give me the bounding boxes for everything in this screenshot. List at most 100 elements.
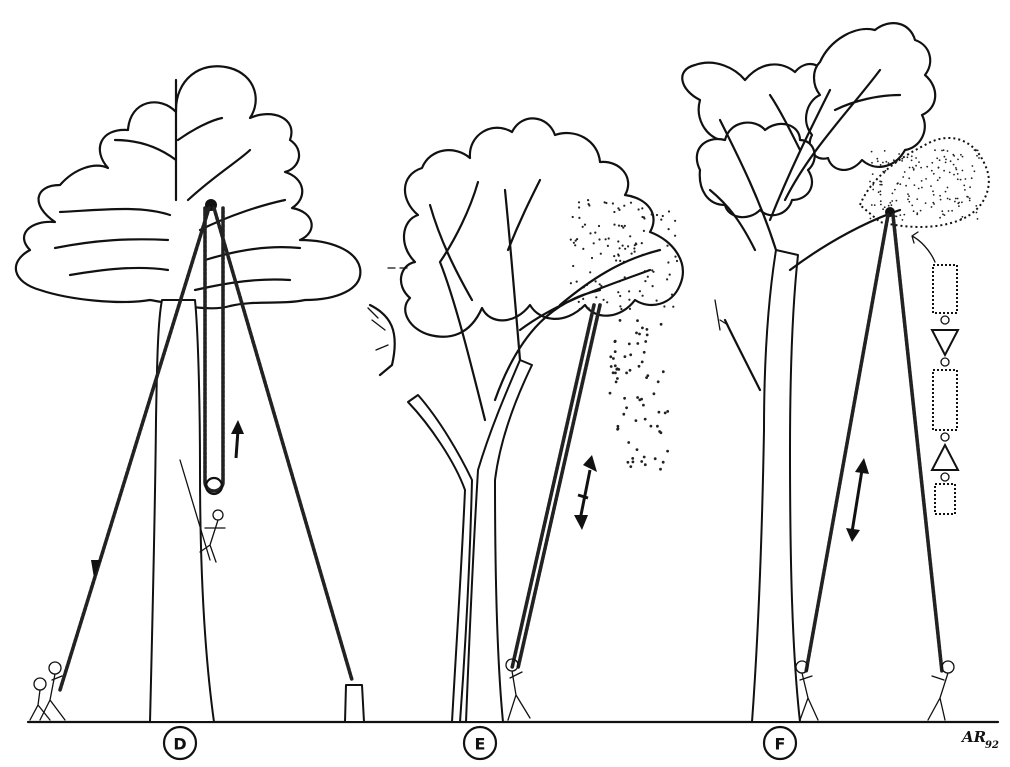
stipple-dot <box>625 372 628 375</box>
stipple-dot <box>913 210 915 212</box>
stipple-dot <box>632 461 635 464</box>
stipple-dot <box>891 204 893 206</box>
stipple-dot <box>971 177 973 179</box>
stipple-dot <box>953 164 955 166</box>
stipple-dot <box>636 319 639 322</box>
stipple-dot <box>634 251 636 253</box>
stipple-dot <box>658 411 661 414</box>
stipple-dot <box>663 305 665 307</box>
panel-f-double-arrow <box>846 458 869 542</box>
stipple-dot <box>940 199 942 201</box>
stipple-dot <box>593 242 595 244</box>
stipple-dot <box>588 307 590 309</box>
stipple-dot <box>618 225 620 227</box>
stipple-dot <box>652 285 654 287</box>
stipple-dot <box>633 247 635 249</box>
stipple-dot <box>617 291 619 293</box>
stipple-dot <box>619 295 621 297</box>
stipple-dot <box>894 189 896 191</box>
panel-f-rope-left <box>806 215 888 672</box>
stipple-dot <box>603 299 605 301</box>
stipple-dot <box>635 332 638 335</box>
stipple-dot <box>943 170 945 172</box>
stipple-dot <box>666 245 668 247</box>
stipple-dot <box>896 183 898 185</box>
stipple-dot <box>575 240 577 242</box>
stipple-dot <box>871 204 873 206</box>
stipple-dot <box>636 396 639 399</box>
stipple-dot <box>598 225 600 227</box>
stipple-dot <box>614 340 617 343</box>
stipple-dot <box>889 202 891 204</box>
stipple-dot <box>933 194 935 196</box>
stipple-dot <box>641 207 643 209</box>
stipple-dot <box>629 308 631 310</box>
stipple-dot <box>617 425 620 428</box>
stipple-dot <box>605 202 607 204</box>
stipple-dot <box>651 269 653 271</box>
stipple-dot <box>931 206 933 208</box>
stipple-dot <box>934 149 936 151</box>
stipple-dot <box>608 237 610 239</box>
stipple-dot <box>607 245 609 247</box>
stipple-dot <box>978 157 980 159</box>
stipple-dot <box>948 210 950 212</box>
stipple-dot <box>932 202 934 204</box>
stipple-dot <box>656 300 658 302</box>
panel-f-crown-right <box>806 23 935 170</box>
stipple-dot <box>921 187 923 189</box>
stipple-dot <box>901 158 903 160</box>
stipple-dot <box>949 172 951 174</box>
stipple-dot <box>610 365 613 368</box>
stipple-dot <box>613 224 615 226</box>
stipple-dot <box>907 156 909 158</box>
stipple-dot <box>976 155 978 157</box>
stipple-dot <box>671 294 673 296</box>
stipple-dot <box>921 180 923 182</box>
stipple-dot <box>599 283 601 285</box>
stipple-dot <box>589 232 591 234</box>
stipple-dot <box>631 457 634 460</box>
stipple-dot <box>606 301 608 303</box>
stipple-dot <box>660 323 663 326</box>
stipple-dot <box>647 276 649 278</box>
stipple-dot <box>933 173 935 175</box>
stipple-dot <box>969 198 971 200</box>
stipple-dot <box>644 463 647 466</box>
stipple-dot <box>956 169 958 171</box>
stipple-dot <box>624 248 626 250</box>
stipple-dot <box>931 170 933 172</box>
stipple-dot <box>939 159 941 161</box>
stipple-dot <box>578 206 580 208</box>
stipple-dot <box>939 195 941 197</box>
stipple-dot <box>902 176 904 178</box>
stipple-dot <box>965 178 967 180</box>
stipple-dot <box>621 225 623 227</box>
panel-e-label: E <box>475 735 486 754</box>
stipple-dot <box>644 280 646 282</box>
stipple-dot <box>957 173 959 175</box>
stipple-dot <box>640 460 643 463</box>
stipple-dot <box>916 198 918 200</box>
stipple-dot <box>974 149 976 151</box>
stipple-dot <box>643 217 645 219</box>
stipple-dot <box>888 162 890 164</box>
stipple-dot <box>615 259 617 261</box>
stipple-dot <box>627 441 630 444</box>
stipple-dot <box>918 161 920 163</box>
stipple-dot <box>651 213 653 215</box>
stipple-dot <box>674 235 676 237</box>
stipple-dot <box>955 198 957 200</box>
stipple-dot <box>584 224 586 226</box>
stipple-dot <box>972 165 974 167</box>
stipple-dot <box>595 280 597 282</box>
stipple-dot <box>638 365 641 368</box>
stipple-dot <box>591 257 593 259</box>
stipple-dot <box>925 178 927 180</box>
stipple-dot <box>622 413 625 416</box>
stipple-dot <box>614 350 617 353</box>
stipple-dot <box>976 212 978 214</box>
stipple-dot <box>908 177 910 179</box>
stipple-dot <box>616 377 619 380</box>
stipple-dot <box>955 167 957 169</box>
